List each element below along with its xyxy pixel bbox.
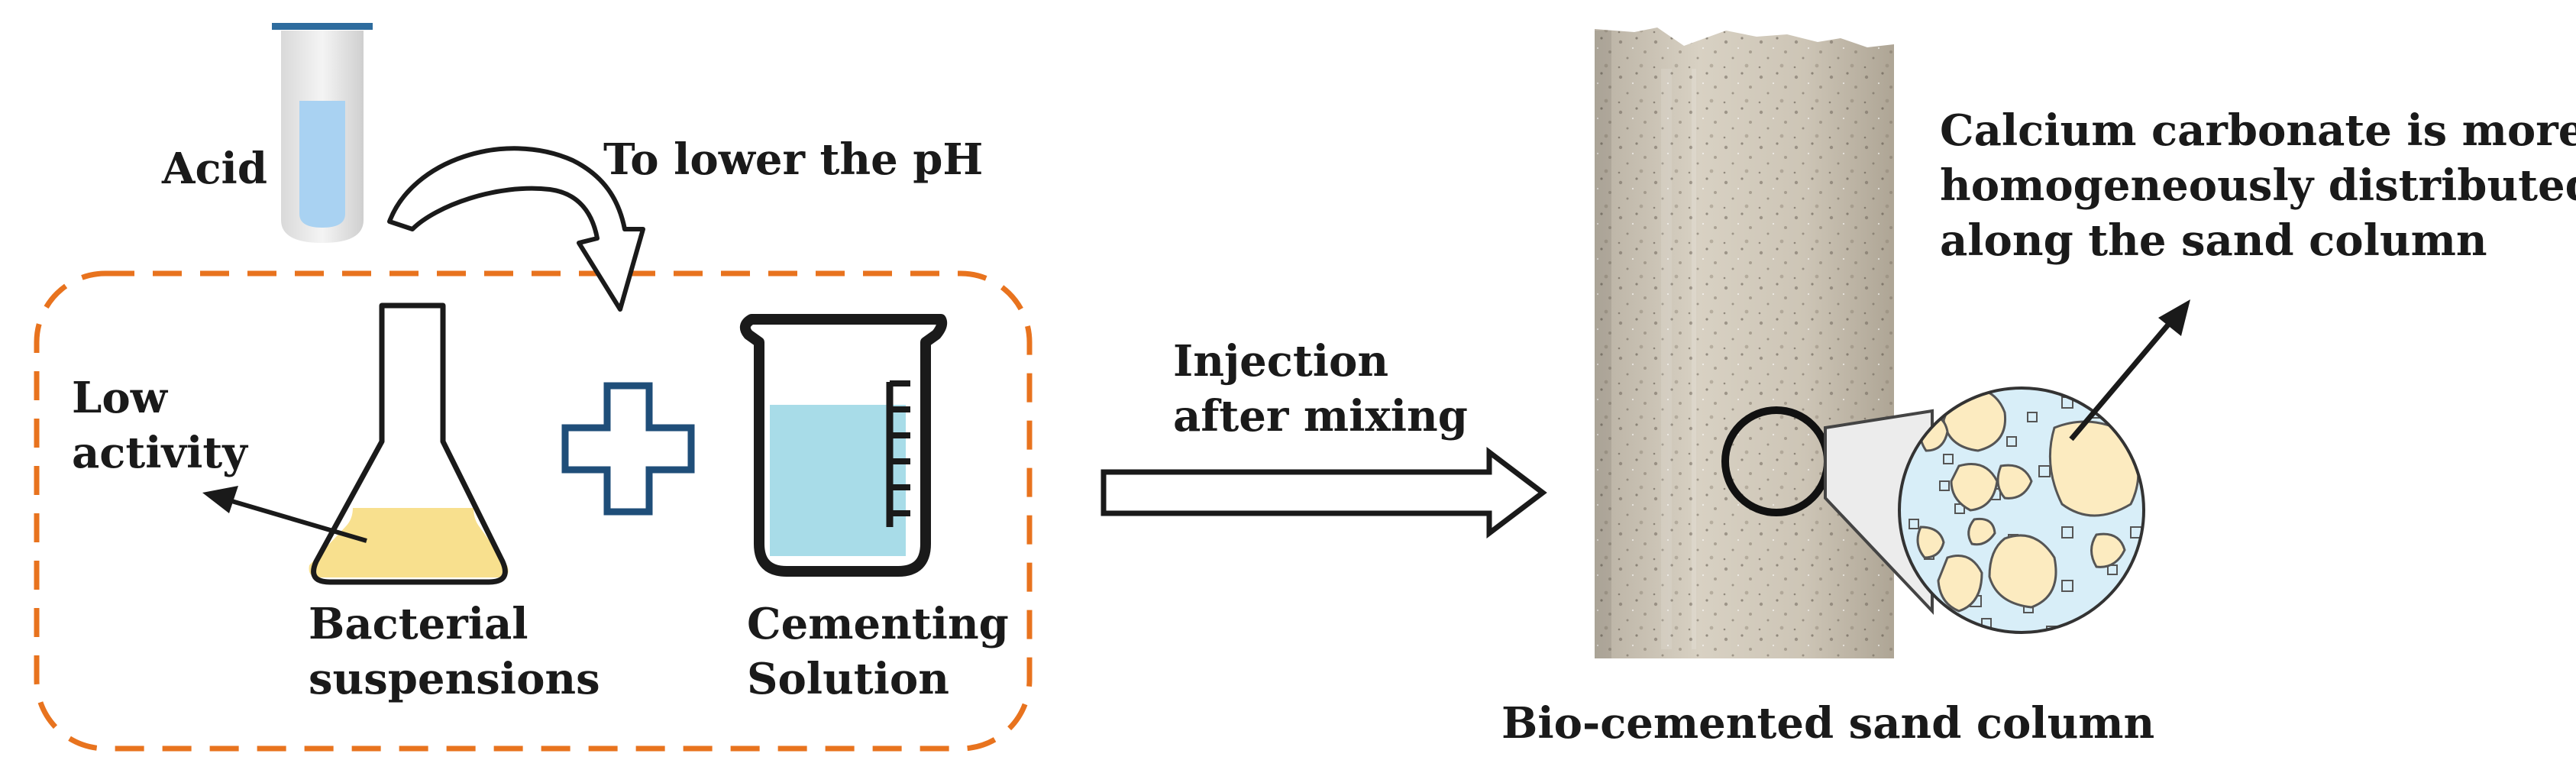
lower-ph-label: To lower the pH	[603, 134, 984, 185]
injection-label-line2: after mixing	[1173, 391, 1468, 441]
acid-label: Acid	[162, 144, 267, 194]
acid-test-tube-icon	[272, 23, 373, 243]
erlenmeyer-flask-icon	[309, 302, 509, 585]
low-activity-arrow-icon	[202, 486, 367, 543]
bacterial-suspensions-label-line2: suspensions	[309, 654, 600, 704]
curved-arrow-icon	[387, 146, 645, 312]
cementing-solution-label-line1: Cementing	[747, 599, 1009, 649]
caco3-label-line3: along the sand column	[1940, 215, 2487, 266]
zoomed-microstructure-icon	[1898, 386, 2145, 634]
beaker-icon	[739, 314, 948, 577]
injection-arrow-icon	[1101, 446, 1547, 539]
sand-column-image	[1595, 27, 1894, 658]
low-activity-label-line1: Low	[72, 373, 167, 423]
low-activity-label-line2: activity	[72, 428, 247, 478]
zoom-cone	[1824, 409, 1934, 616]
injection-label-line1: Injection	[1173, 336, 1389, 386]
bacterial-suspensions-label-line1: Bacterial	[309, 599, 528, 649]
caco3-pointer-arrow-icon	[2069, 299, 2190, 441]
dashed-mixing-box	[34, 270, 1033, 752]
caco3-label-line1: Calcium carbonate is more	[1940, 105, 2576, 156]
plus-icon	[561, 382, 695, 516]
cementing-solution-label-line2: Solution	[747, 654, 949, 704]
caco3-label-line2: homogeneously distributed	[1940, 160, 2576, 211]
column-caption: Bio-cemented sand column	[1501, 698, 2155, 749]
